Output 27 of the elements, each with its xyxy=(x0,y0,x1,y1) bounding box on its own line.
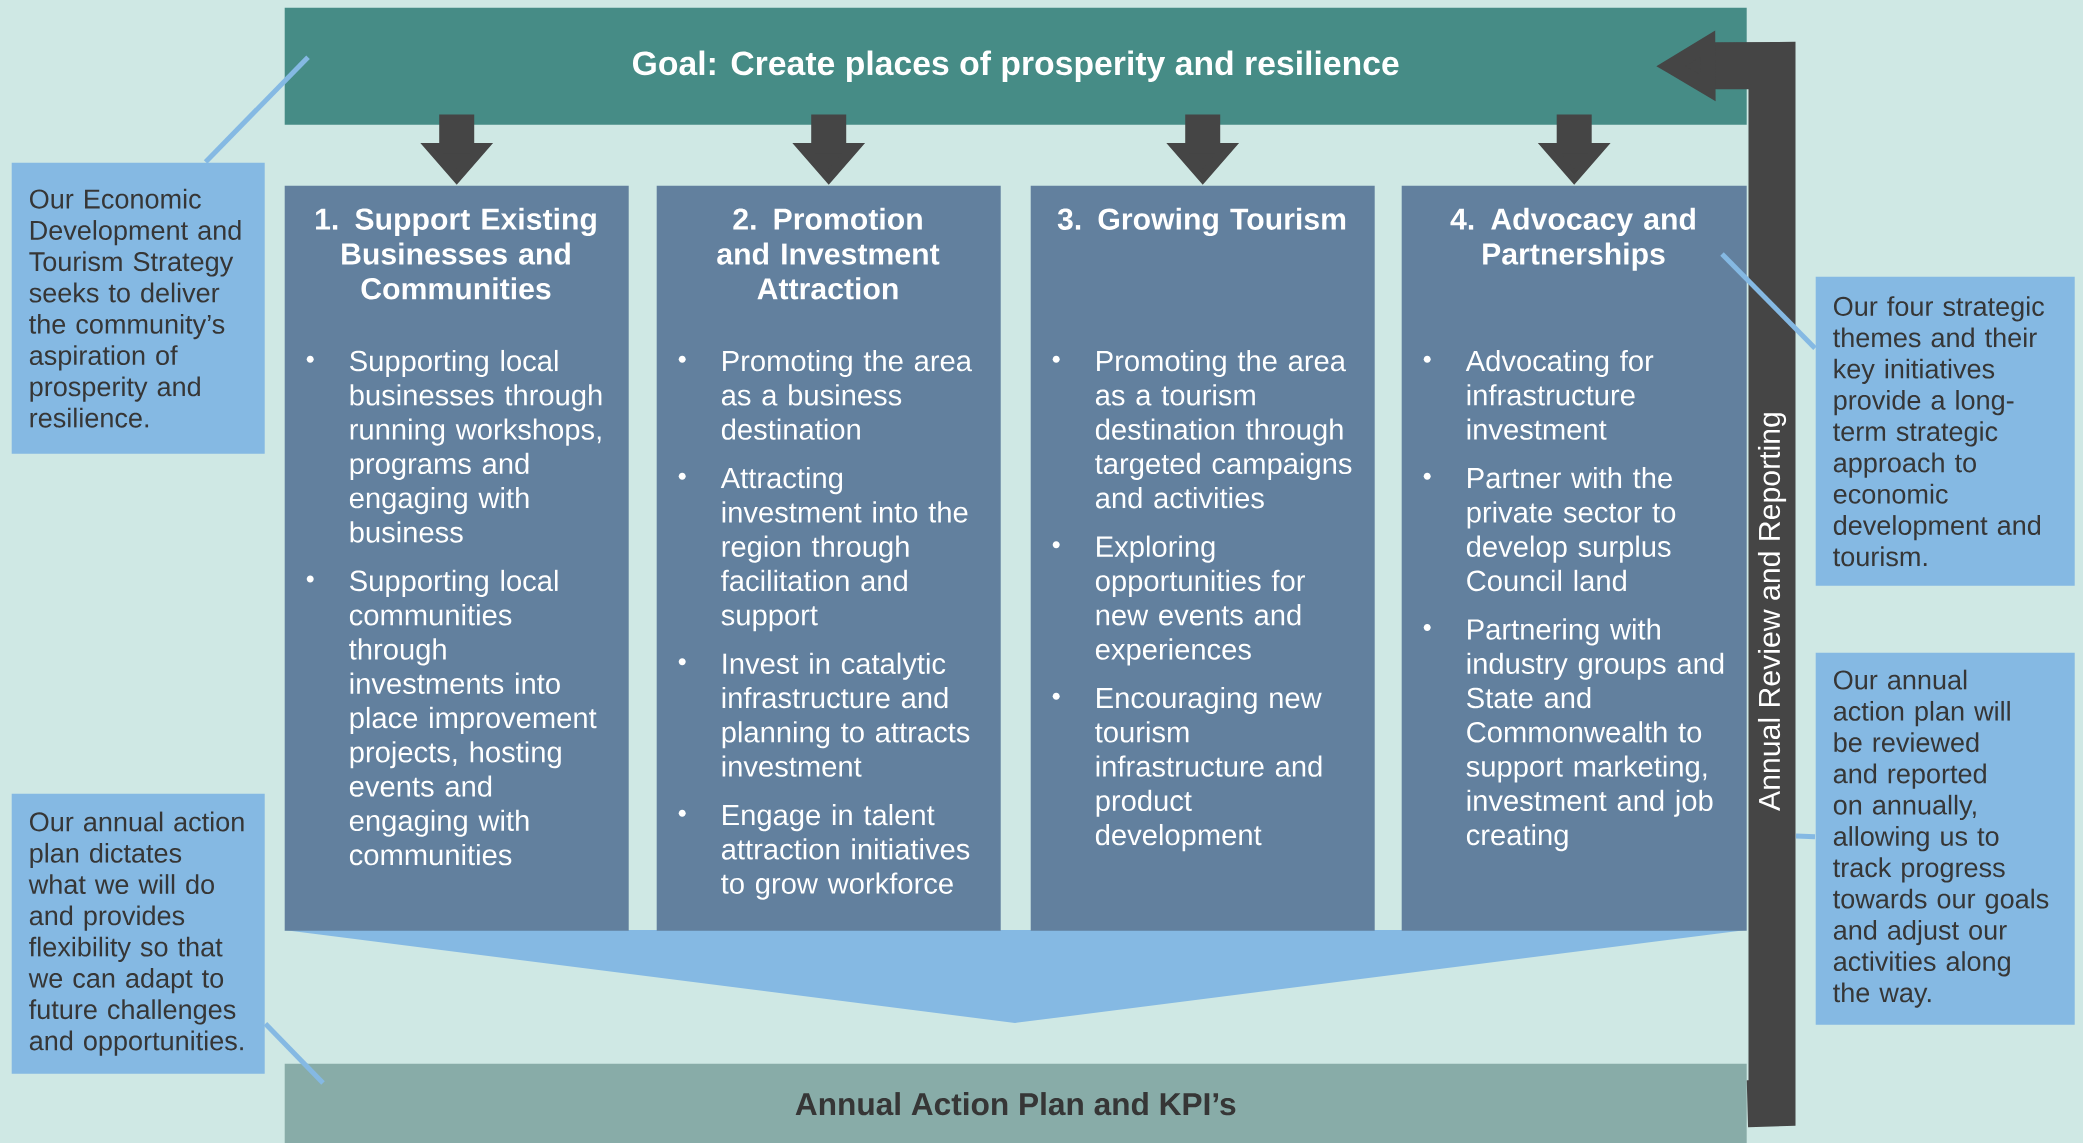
goal-banner: Goal: Create places of prosperity and resilience xyxy=(284,7,1747,125)
leader-line xyxy=(263,1022,325,1085)
callout-box: Our annual action plan dictates what we will do and provides flexibility so that we can adapt to future challenges and opportunities. xyxy=(11,793,265,1074)
bullet-list: Promoting the area as a tourism destination through targeted campaigns and activities Exploring opportunities for new events and experiences Encouraging new tourism infrastructure and product development xyxy=(1052,349,1352,852)
node-label: Attracting investment into the region through facilitation and support xyxy=(720,467,968,632)
column-heading: 2. Promotion and Investment Attraction xyxy=(717,207,940,300)
bullet-list: Promoting the area as a business destination Attracting investment into the region through facilitation and support Invest in catalytic infrastructure and planning to attracts investment Engage in talent attraction initiatives to grow workforce xyxy=(678,349,972,900)
column-heading: 4. Advocacy and Partnerships xyxy=(1450,207,1695,271)
column-heading: 1. Support Existing Businesses and Communities xyxy=(316,207,596,300)
node-label: Invest in catalytic infrastructure and planning to attracts investment xyxy=(722,652,970,777)
callout-box: Our annual action plan will be reviewed and reported on annually, allowing us to track progress towards our goals and adjust our activities along the way. xyxy=(1815,652,2075,1025)
leader-line xyxy=(203,55,310,164)
node-label: Promoting the area as a business destination xyxy=(721,349,972,440)
edge-label: Annual Review and Reporting xyxy=(1757,413,1787,811)
leader-line xyxy=(1720,252,1817,351)
action-plan-band: Annual Action Plan and KPI’s xyxy=(284,1063,1747,1143)
theme-column xyxy=(656,185,1001,931)
callout-box: Our Economic Development and Tourism Strategy seeks to deliver the community’s aspiration of prosperity and resilience. xyxy=(11,162,265,454)
bullet-list: Advocating for infrastructure investment Partner with the private sector to develop surplus Council land Partnering with industry groups and State and Commonwealth to support marketing, investment and job creating xyxy=(1423,349,1724,852)
bullet-list: Supporting local businesses through running workshops, programs and engaging with business Supporting local communities through investments into place improvement projects, hosting events and engaging with communities xyxy=(306,349,602,866)
node-label: Engage in talent attraction initiatives to grow workforce xyxy=(721,803,970,900)
theme-column xyxy=(1030,185,1375,931)
column-heading: 3. Growing Tourism xyxy=(1057,207,1346,236)
callout-box: Our four strategic themes and their key initiatives provide a long-term strategic approach to economic development and tourism. xyxy=(1815,276,2075,586)
theme-column xyxy=(284,185,629,931)
leader-line xyxy=(1795,833,1816,840)
theme-column xyxy=(1401,185,1747,931)
